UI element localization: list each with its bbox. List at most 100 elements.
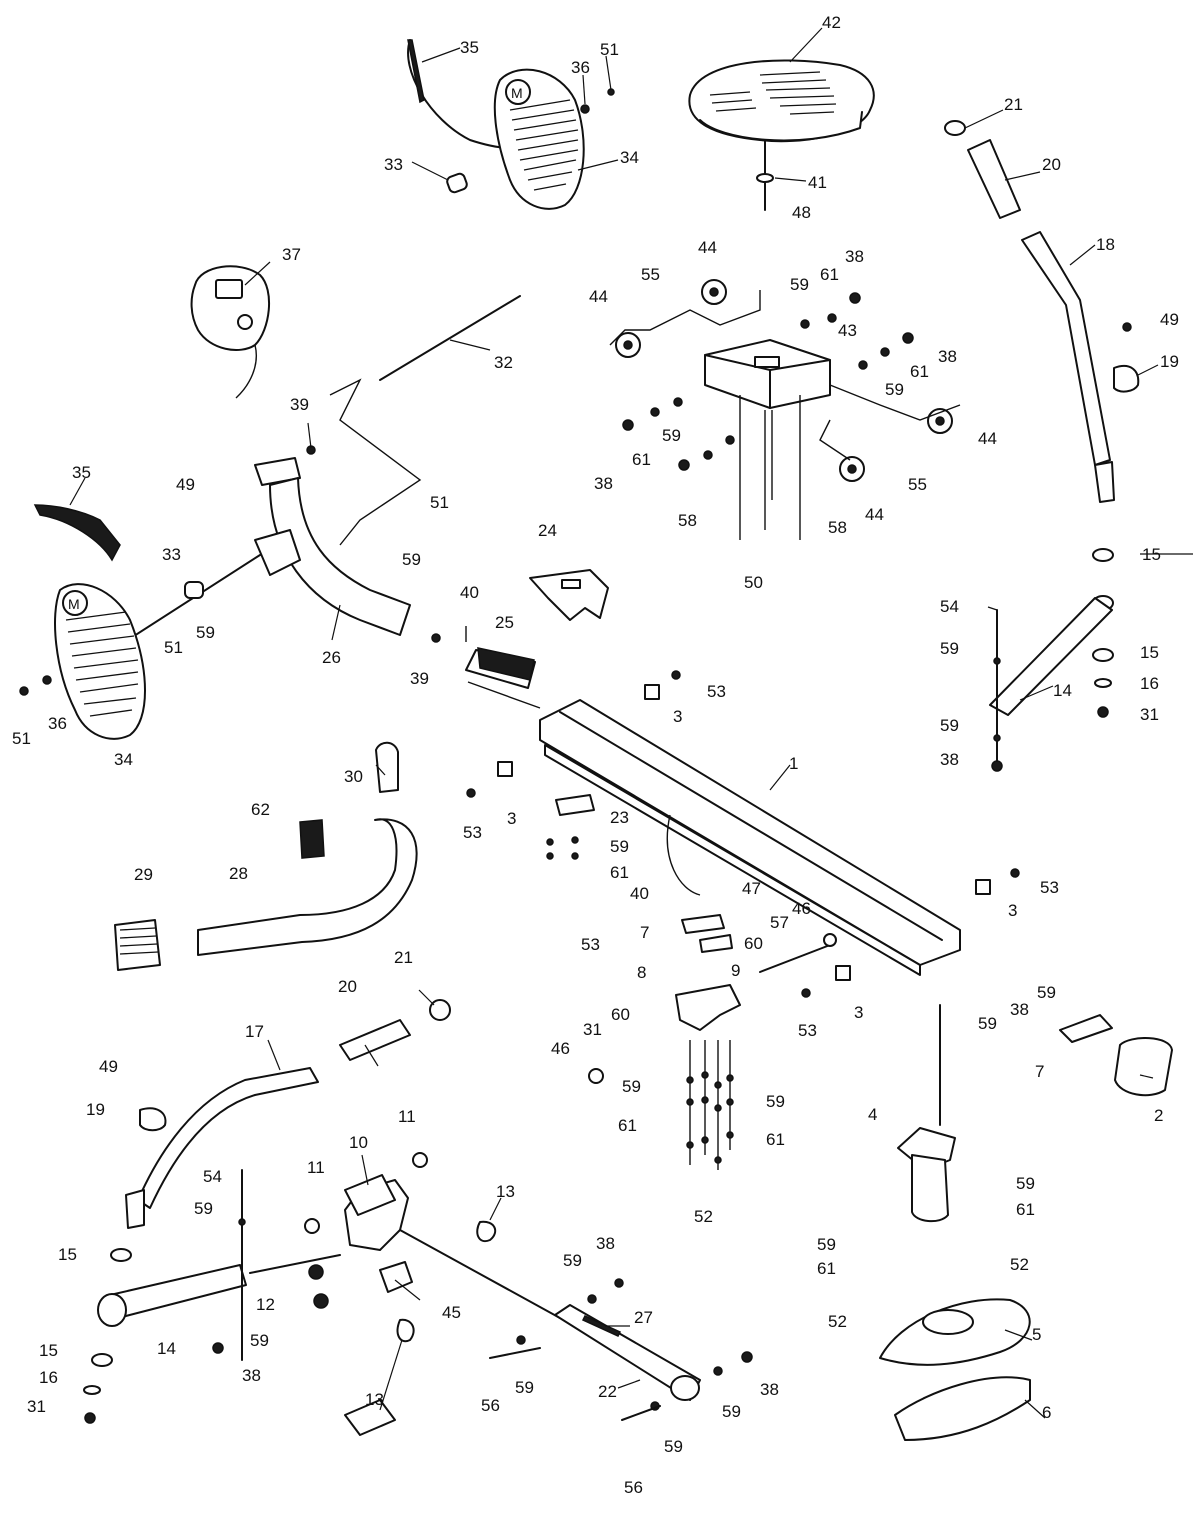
part-label-59: 59 [940,639,959,658]
part-label-44: 44 [978,429,997,448]
part-label-40: 40 [460,583,479,602]
part-label-51: 51 [164,638,183,657]
part-label-3: 3 [507,809,516,828]
part-label-4: 4 [868,1105,877,1124]
part-label-53: 53 [707,682,726,701]
part-label-61: 61 [817,1259,836,1278]
part-label-45: 45 [442,1303,461,1322]
part-label-39: 39 [410,669,429,688]
console [190,265,521,399]
part-label-53: 53 [1040,878,1059,897]
part-label-57: 57 [770,913,789,932]
part-label-20: 20 [1042,155,1061,174]
part-label-40: 40 [630,884,649,903]
part-label-61: 61 [1016,1200,1035,1219]
part-label-26: 26 [322,648,341,667]
part-label-59: 59 [1016,1174,1035,1193]
part-label-19: 19 [86,1100,105,1119]
part-label-17: 17 [245,1022,264,1041]
part-label-48: 48 [792,203,811,222]
part-label-53: 53 [798,1021,817,1040]
leader-lines [69,27,1193,1419]
part-label-37: 37 [282,245,301,264]
part-label-5: 5 [1032,1325,1041,1344]
part-label-53: 53 [463,823,482,842]
part-label-8: 8 [637,963,646,982]
part-label-59: 59 [664,1437,683,1456]
part-label-55: 55 [641,265,660,284]
part-label-44: 44 [865,505,884,524]
part-label-59: 59 [722,1402,741,1421]
part-label-59: 59 [940,716,959,735]
part-label-49: 49 [99,1057,118,1076]
part-label-15: 15 [58,1245,77,1264]
part-label-35: 35 [72,463,91,482]
part-label-18: 18 [1096,235,1115,254]
part-label-34: 34 [114,750,133,769]
front-stand [119,378,441,646]
part-label-2: 2 [1154,1106,1163,1125]
roller-44-b [701,279,727,305]
part-label-59: 59 [610,837,629,856]
part-label-44: 44 [698,238,717,257]
part-label-28: 28 [229,864,248,883]
part-label-46: 46 [792,899,811,918]
part-label-38: 38 [760,1380,779,1399]
part-label-51: 51 [12,729,31,748]
part-label-59: 59 [194,1199,213,1218]
part-label-60: 60 [611,1005,630,1024]
part-label-11: 11 [307,1158,325,1177]
part-label-61: 61 [632,450,651,469]
crank-right [989,548,1114,772]
part-label-9: 9 [731,961,740,980]
part-label-14: 14 [157,1339,176,1358]
part-label-32: 32 [494,353,513,372]
part-label-13: 13 [496,1182,515,1201]
part-label-60: 60 [744,934,763,953]
part-label-42: 42 [822,13,841,32]
part-label-21: 21 [394,948,413,967]
part-label-61: 61 [820,265,839,284]
part-label-51: 51 [430,493,449,512]
part-label-7: 7 [1035,1062,1044,1081]
part-label-59: 59 [402,550,421,569]
part-label-38: 38 [596,1234,615,1253]
part-label-33: 33 [384,155,403,174]
part-label-15: 15 [39,1341,58,1360]
part-label-59: 59 [885,380,904,399]
part-label-15: 15 [1140,643,1159,662]
part-label-10: 10 [349,1133,368,1152]
part-label-36: 36 [48,714,67,733]
part-label-35: 35 [460,38,479,57]
part-label-58: 58 [828,518,847,537]
part-label-49: 49 [176,475,195,494]
roller-44-a [615,332,641,358]
part-label-59: 59 [563,1251,582,1270]
part-label-44: 44 [589,287,608,306]
part-label-30: 30 [344,767,363,786]
pedal-left: M [19,504,204,740]
part-label-43: 43 [838,321,857,340]
part-label-59: 59 [817,1235,836,1254]
part-label-53: 53 [581,935,600,954]
handlebar [114,741,418,971]
part-label-62: 62 [251,800,270,819]
part-label-25: 25 [495,613,514,632]
part-label-52: 52 [828,1312,847,1331]
part-label-50: 50 [744,573,763,592]
rear-stand [879,1004,1173,1441]
part-label-31: 31 [27,1397,46,1416]
left-handlebar [125,999,451,1229]
part-label-3: 3 [854,1003,863,1022]
part-label-34: 34 [620,148,639,167]
part-label-15: 15 [1142,545,1161,564]
part-label-61: 61 [610,863,629,882]
roller-bracket [609,279,961,540]
part-label-47: 47 [742,879,761,898]
part-label-38: 38 [940,750,959,769]
part-label-59: 59 [622,1077,641,1096]
part-label-38: 38 [938,347,957,366]
motor [465,569,609,709]
part-label-21: 21 [1004,95,1023,114]
